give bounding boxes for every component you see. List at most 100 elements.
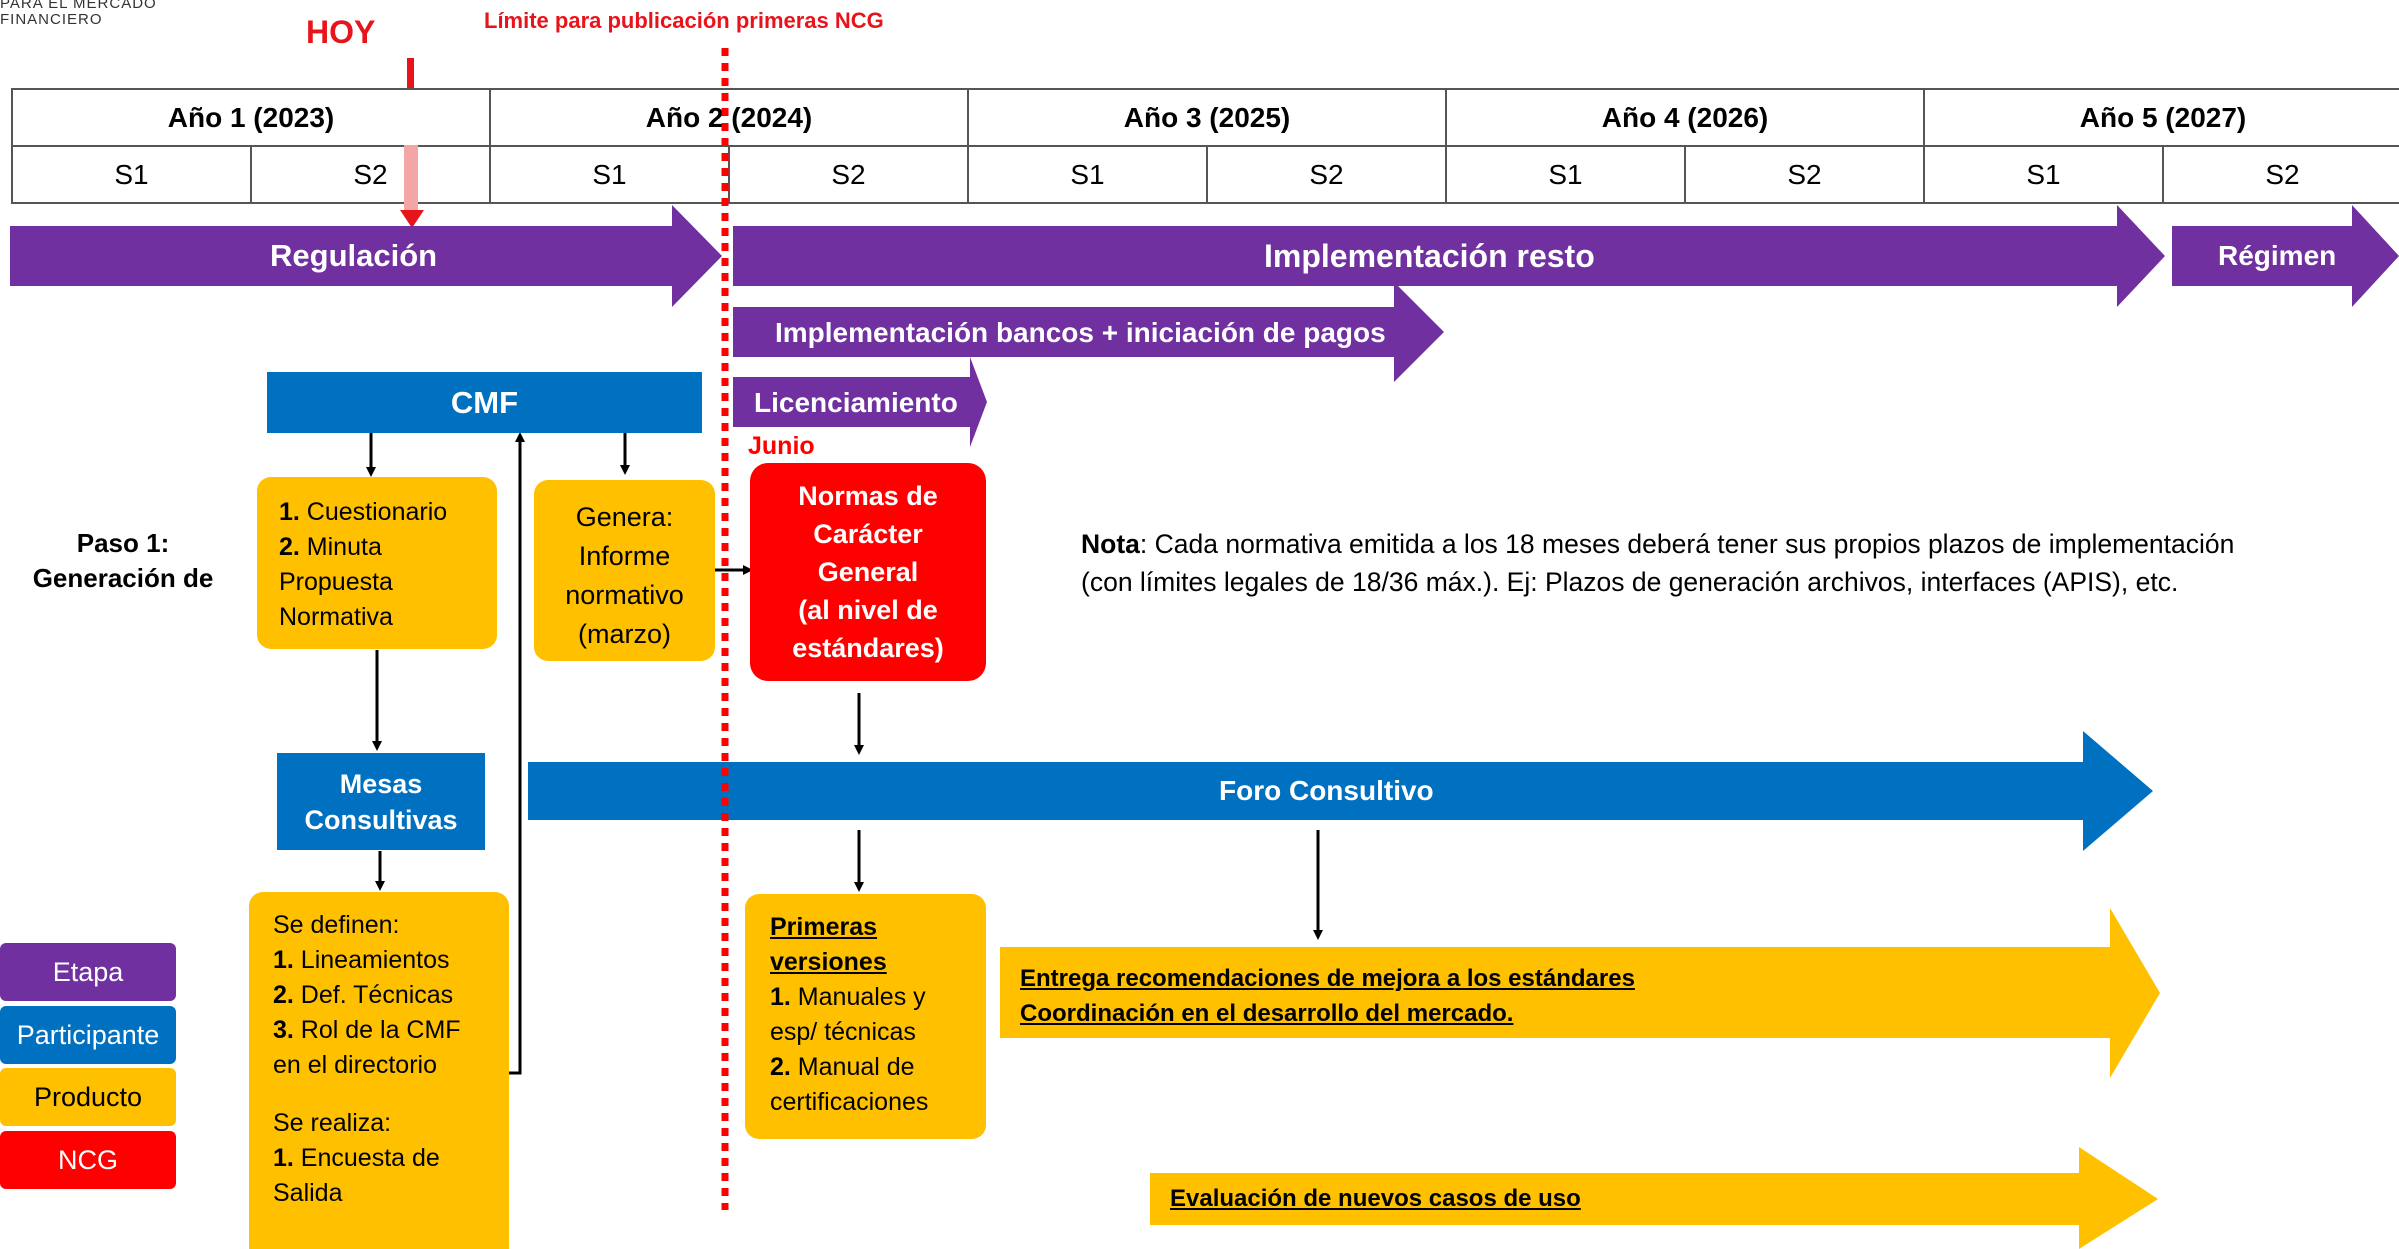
semester-cell: S1: [1445, 145, 1686, 204]
implementacion-resto-arrow: [733, 205, 2165, 307]
mesas-output-l1: Se definen:: [273, 911, 400, 939]
regimen-arrow: [2172, 205, 2399, 307]
implementacion-resto-label: Implementación resto: [1264, 237, 1595, 274]
mesas-output-t4: Rol de la CMF: [293, 1016, 461, 1044]
ncg-line: (al nivel de: [798, 595, 938, 625]
legend-ncg: NCG: [0, 1131, 176, 1189]
today-marker-bar: [407, 58, 414, 88]
entrega-line-2: Coordinación en el desarrollo del mercad…: [1020, 1000, 1514, 1027]
mesas-output-n7: 1.: [273, 1144, 294, 1172]
legend-participant: Participante: [0, 1006, 176, 1064]
implementacion-bancos-label: Implementación bancos + iniciación de pa…: [775, 317, 1386, 348]
regulacion-arrow: [10, 205, 722, 307]
step-label: Paso 1: Generación de: [0, 526, 246, 596]
cuestionario-t1: Cuestionario: [299, 498, 448, 526]
semester-cell: S2: [1206, 145, 1447, 204]
cuestionario-t4: Normativa: [279, 603, 393, 631]
implementacion-bancos-arrow: [733, 282, 1444, 382]
informe-line: normativo: [565, 580, 684, 610]
informe-box: Genera: Informe normativo (marzo): [534, 480, 715, 661]
note-label: Nota: [1081, 529, 1140, 559]
foro-label: Foro Consultivo: [1219, 775, 1434, 806]
regulacion-label: Regulación: [270, 238, 438, 273]
primeras-box: Primeras versiones 1. Manuales y esp/ té…: [745, 894, 986, 1139]
entrega-line-1: Entrega recomendaciones de mejora a los …: [1020, 965, 1635, 992]
evaluacion-text: Evaluación de nuevos casos de uso: [1170, 1185, 1581, 1212]
mesas-output-n3: 2.: [273, 981, 294, 1009]
logo-line-1: PARA EL MERCADO: [0, 0, 157, 12]
year-cell: Año 2 (2024): [489, 88, 969, 147]
year-cell: Año 4 (2026): [1445, 88, 1925, 147]
regimen-label: Régimen: [2218, 240, 2337, 271]
note: Nota: Cada normativa emitida a los 18 me…: [1081, 525, 2234, 601]
mesas-output-t7: Encuesta de: [293, 1144, 440, 1172]
step-line-2: Generación de: [32, 563, 214, 593]
primeras-t3: Manual de: [790, 1053, 915, 1081]
today-arrow-head: [400, 210, 424, 228]
logo-line-2: FINANCIERO: [0, 11, 103, 28]
legend-product: Producto: [0, 1068, 176, 1126]
entrega-text: Entrega recomendaciones de mejora a los …: [1020, 961, 1635, 1031]
semester-cell: S1: [489, 145, 730, 204]
semester-cell: S2: [2162, 145, 2399, 204]
mesas-output-n2: 1.: [273, 946, 294, 974]
mesas-output-box: Se definen: 1. Lineamientos 2. Def. Técn…: [249, 892, 509, 1249]
cuestionario-n2: 2.: [279, 533, 300, 561]
semester-cell: S2: [250, 145, 491, 204]
note-line-1: : Cada normativa emitida a los 18 meses …: [1139, 529, 2235, 559]
ncg-month: Junio: [748, 432, 815, 460]
legend-stage: Etapa: [0, 943, 176, 1001]
today-label: HOY: [306, 14, 376, 50]
mesas-output-t3: Def. Técnicas: [293, 981, 454, 1009]
cmf-label: CMF: [450, 384, 519, 420]
cuestionario-box: 1. Cuestionario 2. Minuta Propuesta Norm…: [257, 477, 497, 649]
semester-cell: S1: [1923, 145, 2164, 204]
ncg-line: Normas de: [798, 481, 938, 511]
mesas-line-2: Consultivas: [304, 804, 458, 835]
mesas-output-l6: Se realiza:: [273, 1109, 392, 1137]
today-line: [404, 145, 418, 215]
entrega-arrow: [1000, 908, 2160, 1078]
year-cell: Año 3 (2025): [967, 88, 1447, 147]
primeras-l4: certificaciones: [770, 1088, 929, 1116]
primeras-n1: 1.: [770, 983, 791, 1011]
step-line-1: Paso 1:: [76, 528, 170, 558]
primeras-t1: Manuales y: [790, 983, 926, 1011]
timeline-table: Año 1 (2023) Año 2 (2024) Año 3 (2025) A…: [11, 88, 2399, 204]
mesas-line-1: Mesas: [339, 768, 423, 799]
cuestionario-t3: Propuesta: [279, 568, 393, 596]
mesas-output-l5: en el directorio: [273, 1051, 437, 1079]
mesas-output-l8: Salida: [273, 1179, 343, 1207]
cuestionario-n1: 1.: [279, 498, 300, 526]
logo-text: PARA EL MERCADO FINANCIERO: [0, 0, 157, 28]
feedback-connector: [508, 432, 525, 1075]
primeras-h1: Primeras: [770, 913, 878, 941]
year-cell: Año 1 (2023): [11, 88, 491, 147]
semester-cell: S1: [11, 145, 252, 204]
primeras-n3: 2.: [770, 1053, 791, 1081]
semester-cell: S1: [967, 145, 1208, 204]
primeras-l2: esp/ técnicas: [770, 1018, 916, 1046]
informe-line: Informe: [578, 541, 671, 571]
year-cell: Año 5 (2027): [1923, 88, 2399, 147]
ncg-box: Normas de Carácter General (al nivel de …: [750, 463, 986, 681]
ncg-line: Carácter: [813, 519, 923, 549]
mesas-output-n4: 3.: [273, 1016, 294, 1044]
note-line-2: (con límites legales de 18/36 máx.). Ej:…: [1081, 567, 2179, 597]
limit-label: Límite para publicación primeras NCG: [484, 8, 884, 33]
years-row: Año 1 (2023) Año 2 (2024) Año 3 (2025) A…: [11, 88, 2399, 147]
cmf-box: CMF: [267, 372, 702, 433]
ncg-line: General: [817, 557, 919, 587]
primeras-h2: versiones: [770, 948, 887, 976]
semester-cell: S2: [1684, 145, 1925, 204]
licenciamiento-arrow: [733, 357, 987, 447]
evaluacion-arrow: [1150, 1147, 2158, 1249]
cuestionario-t2: Minuta: [299, 533, 382, 561]
mesas-box: Mesas Consultivas: [277, 753, 485, 850]
mesas-output-t2: Lineamientos: [293, 946, 450, 974]
foro-arrow: [528, 731, 2153, 851]
semester-cell: S2: [728, 145, 969, 204]
informe-line: Genera:: [575, 502, 674, 532]
informe-line: (marzo): [578, 619, 671, 649]
